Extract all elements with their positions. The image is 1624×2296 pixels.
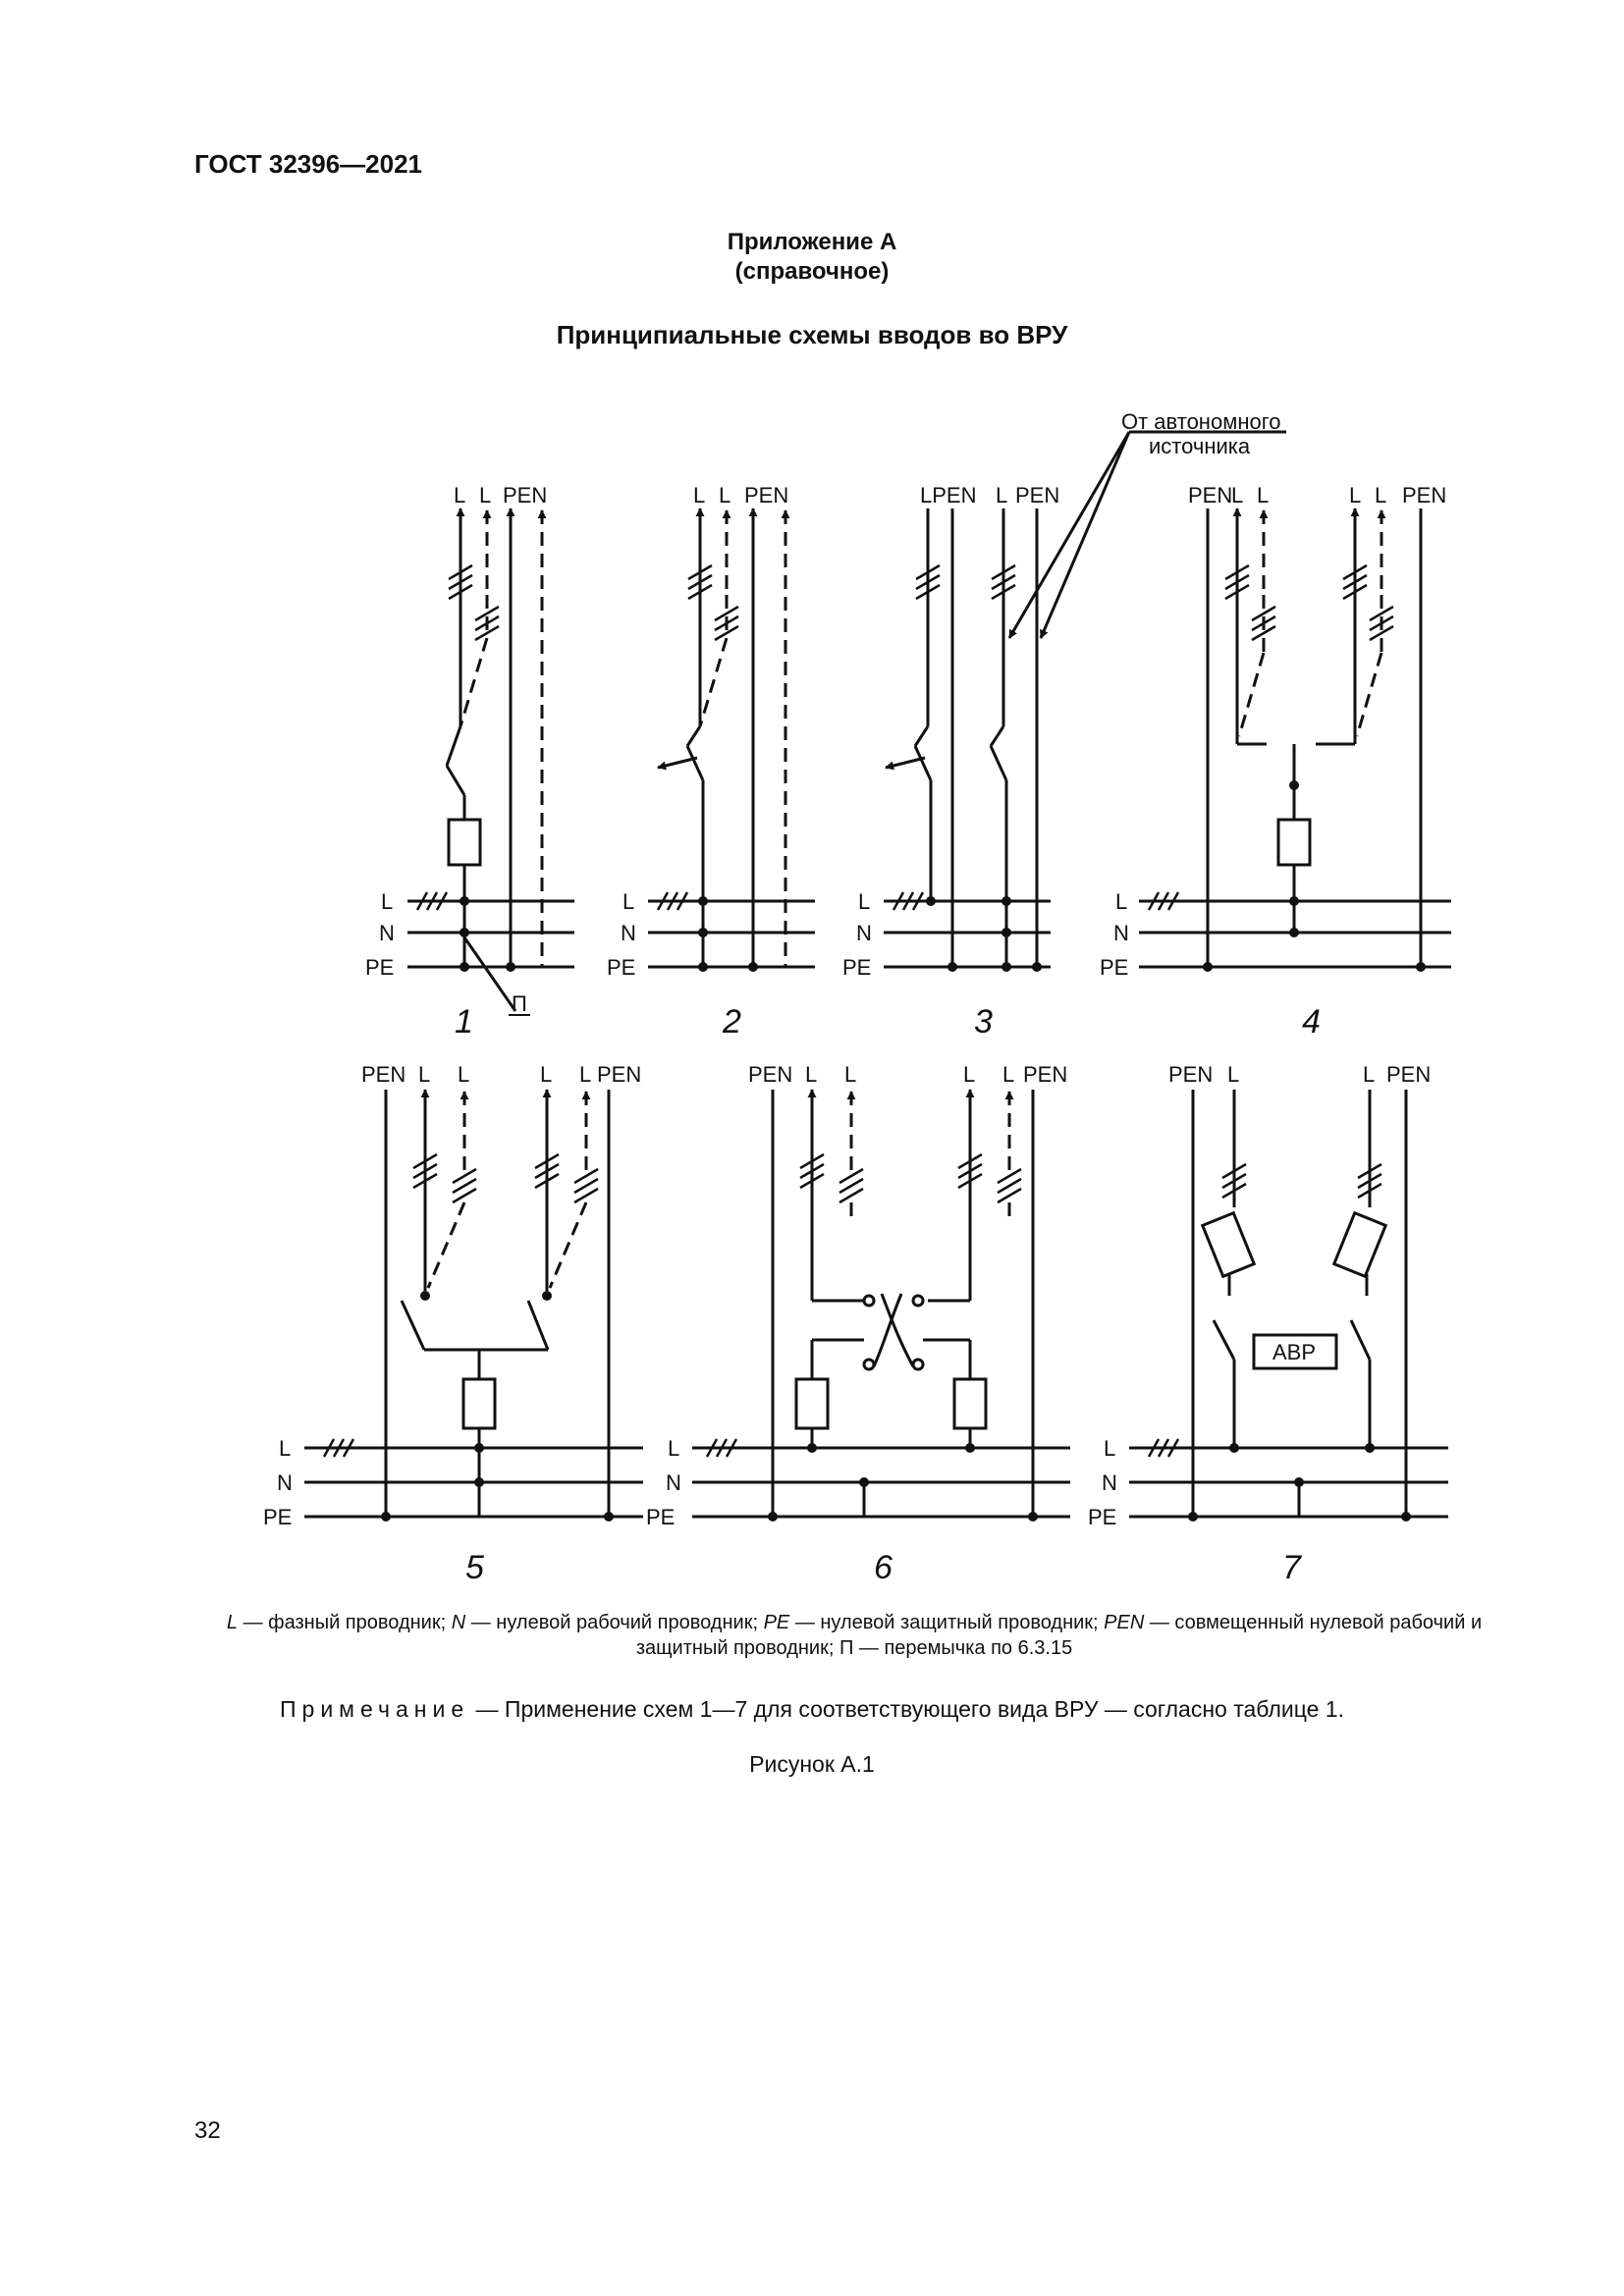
scheme-4: [1206, 507, 1423, 967]
bus-label-PE: PE: [365, 955, 394, 980]
bus-label-PE: PE: [842, 955, 871, 980]
bus-label-N: N: [621, 921, 636, 945]
bus-label-L: L: [858, 889, 870, 914]
s5-label-l1: L: [418, 1062, 430, 1087]
s7-label-pen2: PEN: [1386, 1062, 1431, 1087]
s5-label-pen1: PEN: [361, 1062, 406, 1087]
bus-label-L: L: [623, 889, 634, 914]
scheme-3: [885, 430, 1286, 967]
s1-label-l1: L: [454, 483, 465, 507]
s6-label-pen2: PEN: [1023, 1062, 1067, 1087]
s7-label-l1: L: [1227, 1062, 1239, 1087]
s5-label-pen2: PEN: [597, 1062, 641, 1087]
figure-caption: Рисунок А.1: [749, 1751, 875, 1777]
legend-PE-symbol: PE: [763, 1612, 790, 1633]
s2-label-l1: L: [693, 483, 705, 507]
s4-label-l2: L: [1257, 483, 1269, 507]
bus-label-N: N: [666, 1470, 681, 1495]
bus-label-L: L: [279, 1436, 291, 1461]
legend-N-text: — нулевой рабочий проводник;: [470, 1612, 758, 1633]
note-text: — Применение схем 1—7 для соответствующе…: [475, 1696, 1344, 1722]
bus-label-L: L: [381, 889, 393, 914]
note-label: Примечание: [280, 1696, 470, 1722]
scheme-number-1: 1: [455, 1003, 473, 1041]
s1-label-l2: L: [479, 483, 491, 507]
s1-label-pen: PEN: [503, 483, 547, 507]
bus-label-N: N: [277, 1470, 293, 1495]
legend-PEN-text: — совмещенный нулевой рабочий и защитный…: [635, 1612, 1483, 1659]
s6-label-l1: L: [805, 1062, 817, 1087]
top-bus-hatches: [415, 891, 1180, 911]
s7-label-pen1: PEN: [1168, 1062, 1213, 1087]
bottom-bus-hatches: [322, 1438, 1180, 1458]
bus-label-L: L: [1115, 889, 1127, 914]
s6-label-l4: L: [1002, 1062, 1014, 1087]
bus-label-L: L: [668, 1436, 679, 1461]
appendix-heading: Приложение А (справочное): [0, 228, 1624, 287]
s3-label-l: L: [996, 483, 1007, 507]
scheme-7: [1191, 1090, 1408, 1517]
scheme-number-2: 2: [722, 1003, 741, 1041]
s6-label-l2: L: [844, 1062, 856, 1087]
scheme-number-3: 3: [974, 1003, 993, 1041]
source-label-line2: источника: [1149, 434, 1251, 458]
bus-label-L: L: [1104, 1436, 1115, 1461]
bus-label-N: N: [1102, 1470, 1117, 1495]
s5-label-l4: L: [579, 1062, 591, 1087]
bus-label-N: N: [379, 921, 395, 945]
s4-label-l1: L: [1231, 483, 1243, 507]
s6-label-pen1: PEN: [748, 1062, 792, 1087]
bus-label-PE: PE: [263, 1505, 292, 1529]
scheme-6: [771, 1089, 1035, 1517]
diagram-labels: От автономного источника L L PEN L L PEN…: [263, 409, 1446, 1586]
s4-label-l4: L: [1375, 483, 1386, 507]
avr-label: АВР: [1272, 1340, 1316, 1364]
s2-label-l2: L: [719, 483, 731, 507]
bus-label-N: N: [856, 921, 872, 945]
legend-L-text: — фазный проводник;: [243, 1612, 447, 1633]
s5-label-l3: L: [540, 1062, 552, 1087]
s4-label-pen1: PEN: [1188, 483, 1232, 507]
wiring-diagrams: От автономного источника L L PEN L L PEN…: [263, 409, 1451, 1586]
s5-label-l2: L: [458, 1062, 469, 1087]
scheme-2: [657, 507, 790, 967]
legend-L-symbol: L: [226, 1612, 238, 1633]
s2-label-pen: PEN: [744, 483, 788, 507]
s3-label-lpen: LPEN: [920, 483, 976, 507]
bottom-buses: [304, 1446, 1448, 1519]
s4-label-pen2: PEN: [1402, 483, 1446, 507]
s6-label-l3: L: [963, 1062, 975, 1087]
scheme-number-7: 7: [1282, 1549, 1302, 1586]
jumper-label: П: [512, 991, 527, 1016]
scheme-number-6: 6: [874, 1549, 893, 1586]
legend-PEN-symbol: PEN: [1104, 1612, 1145, 1633]
figure-note: Примечание — Применение схем 1—7 для соо…: [0, 1696, 1624, 1723]
scheme-number-5: 5: [465, 1549, 484, 1586]
figure-legend: L — фазный проводник; N — нулевой рабочи…: [187, 1610, 1522, 1661]
scheme-5: [384, 1089, 611, 1517]
document-header: ГОСТ 32396—2021: [194, 149, 422, 179]
appendix-subtitle: (справочное): [734, 258, 890, 285]
legend-N-symbol: N: [451, 1612, 466, 1633]
bus-label-PE: PE: [607, 955, 635, 980]
junction-dots: [381, 780, 1426, 1522]
s4-label-l3: L: [1349, 483, 1361, 507]
legend-P-text: П — перемычка по 6.3.15: [839, 1637, 1073, 1659]
legend-PE-text: — нулевой защитный проводник;: [794, 1612, 1099, 1633]
s7-label-l2: L: [1363, 1062, 1375, 1087]
bus-label-N: N: [1113, 921, 1129, 945]
s3-label-pen: PEN: [1015, 483, 1059, 507]
bus-label-PE: PE: [646, 1505, 675, 1529]
page-number: 32: [194, 2117, 221, 2144]
figure-title: Принципиальные схемы вводов во ВРУ: [556, 320, 1068, 349]
source-label-line1: От автономного: [1121, 409, 1280, 434]
bus-label-PE: PE: [1088, 1505, 1116, 1529]
bus-label-PE: PE: [1100, 955, 1128, 980]
scheme-number-4: 4: [1302, 1003, 1321, 1041]
appendix-title: Приложение А: [727, 229, 897, 255]
